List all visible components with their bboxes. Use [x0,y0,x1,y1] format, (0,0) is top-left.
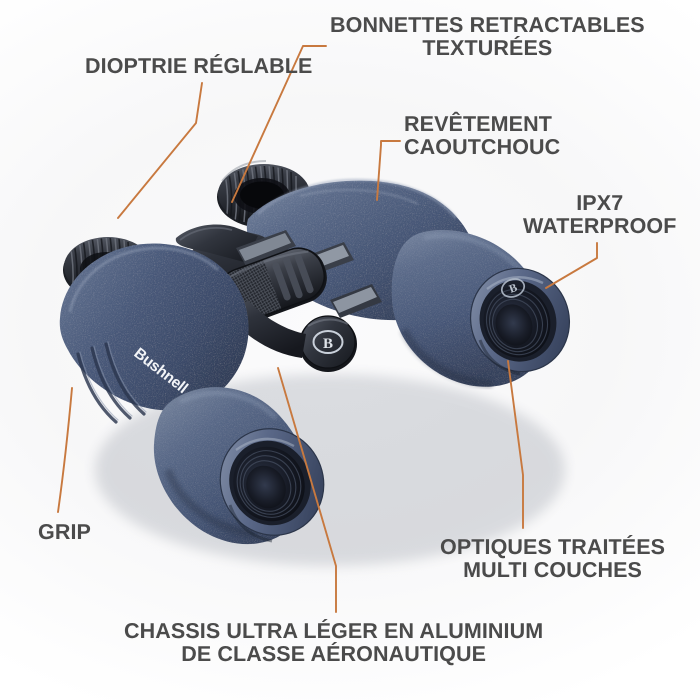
grip-ridges [76,341,147,424]
label-line: TEXTURÉES [422,35,553,60]
left-prism-housing [59,243,249,411]
label-line: REVÊTEMENT [404,112,552,136]
label-line: BONNETTES RETRACTABLES [330,13,645,37]
label-line: MULTI COUCHES [463,557,642,582]
label-line: CHASSIS ULTRA LÉGER EN ALUMINIUM [124,619,544,643]
label-line: IPX7 [576,191,624,215]
label-line: DE CLASSE AÉRONAUTIQUE [181,641,487,666]
label-line: DIOPTRIE RÉGLABLE [85,54,313,78]
label-line: OPTIQUES TRAITÉES [440,535,666,559]
label-line: WATERPROOF [523,213,677,238]
bushnell-badge-barrel: B [500,278,526,298]
hinge-cap-badge: B [299,315,357,372]
label-line: CAOUTCHOUC [404,134,561,159]
badge-letter: B [323,336,333,352]
label-dioptrie-reglable: DIOPTRIE RÉGLABLE [85,55,312,78]
label-grip: GRIP [38,521,91,544]
label-line: GRIP [38,520,91,544]
right-objective-lens [469,267,571,376]
svg-text:B: B [508,282,520,296]
